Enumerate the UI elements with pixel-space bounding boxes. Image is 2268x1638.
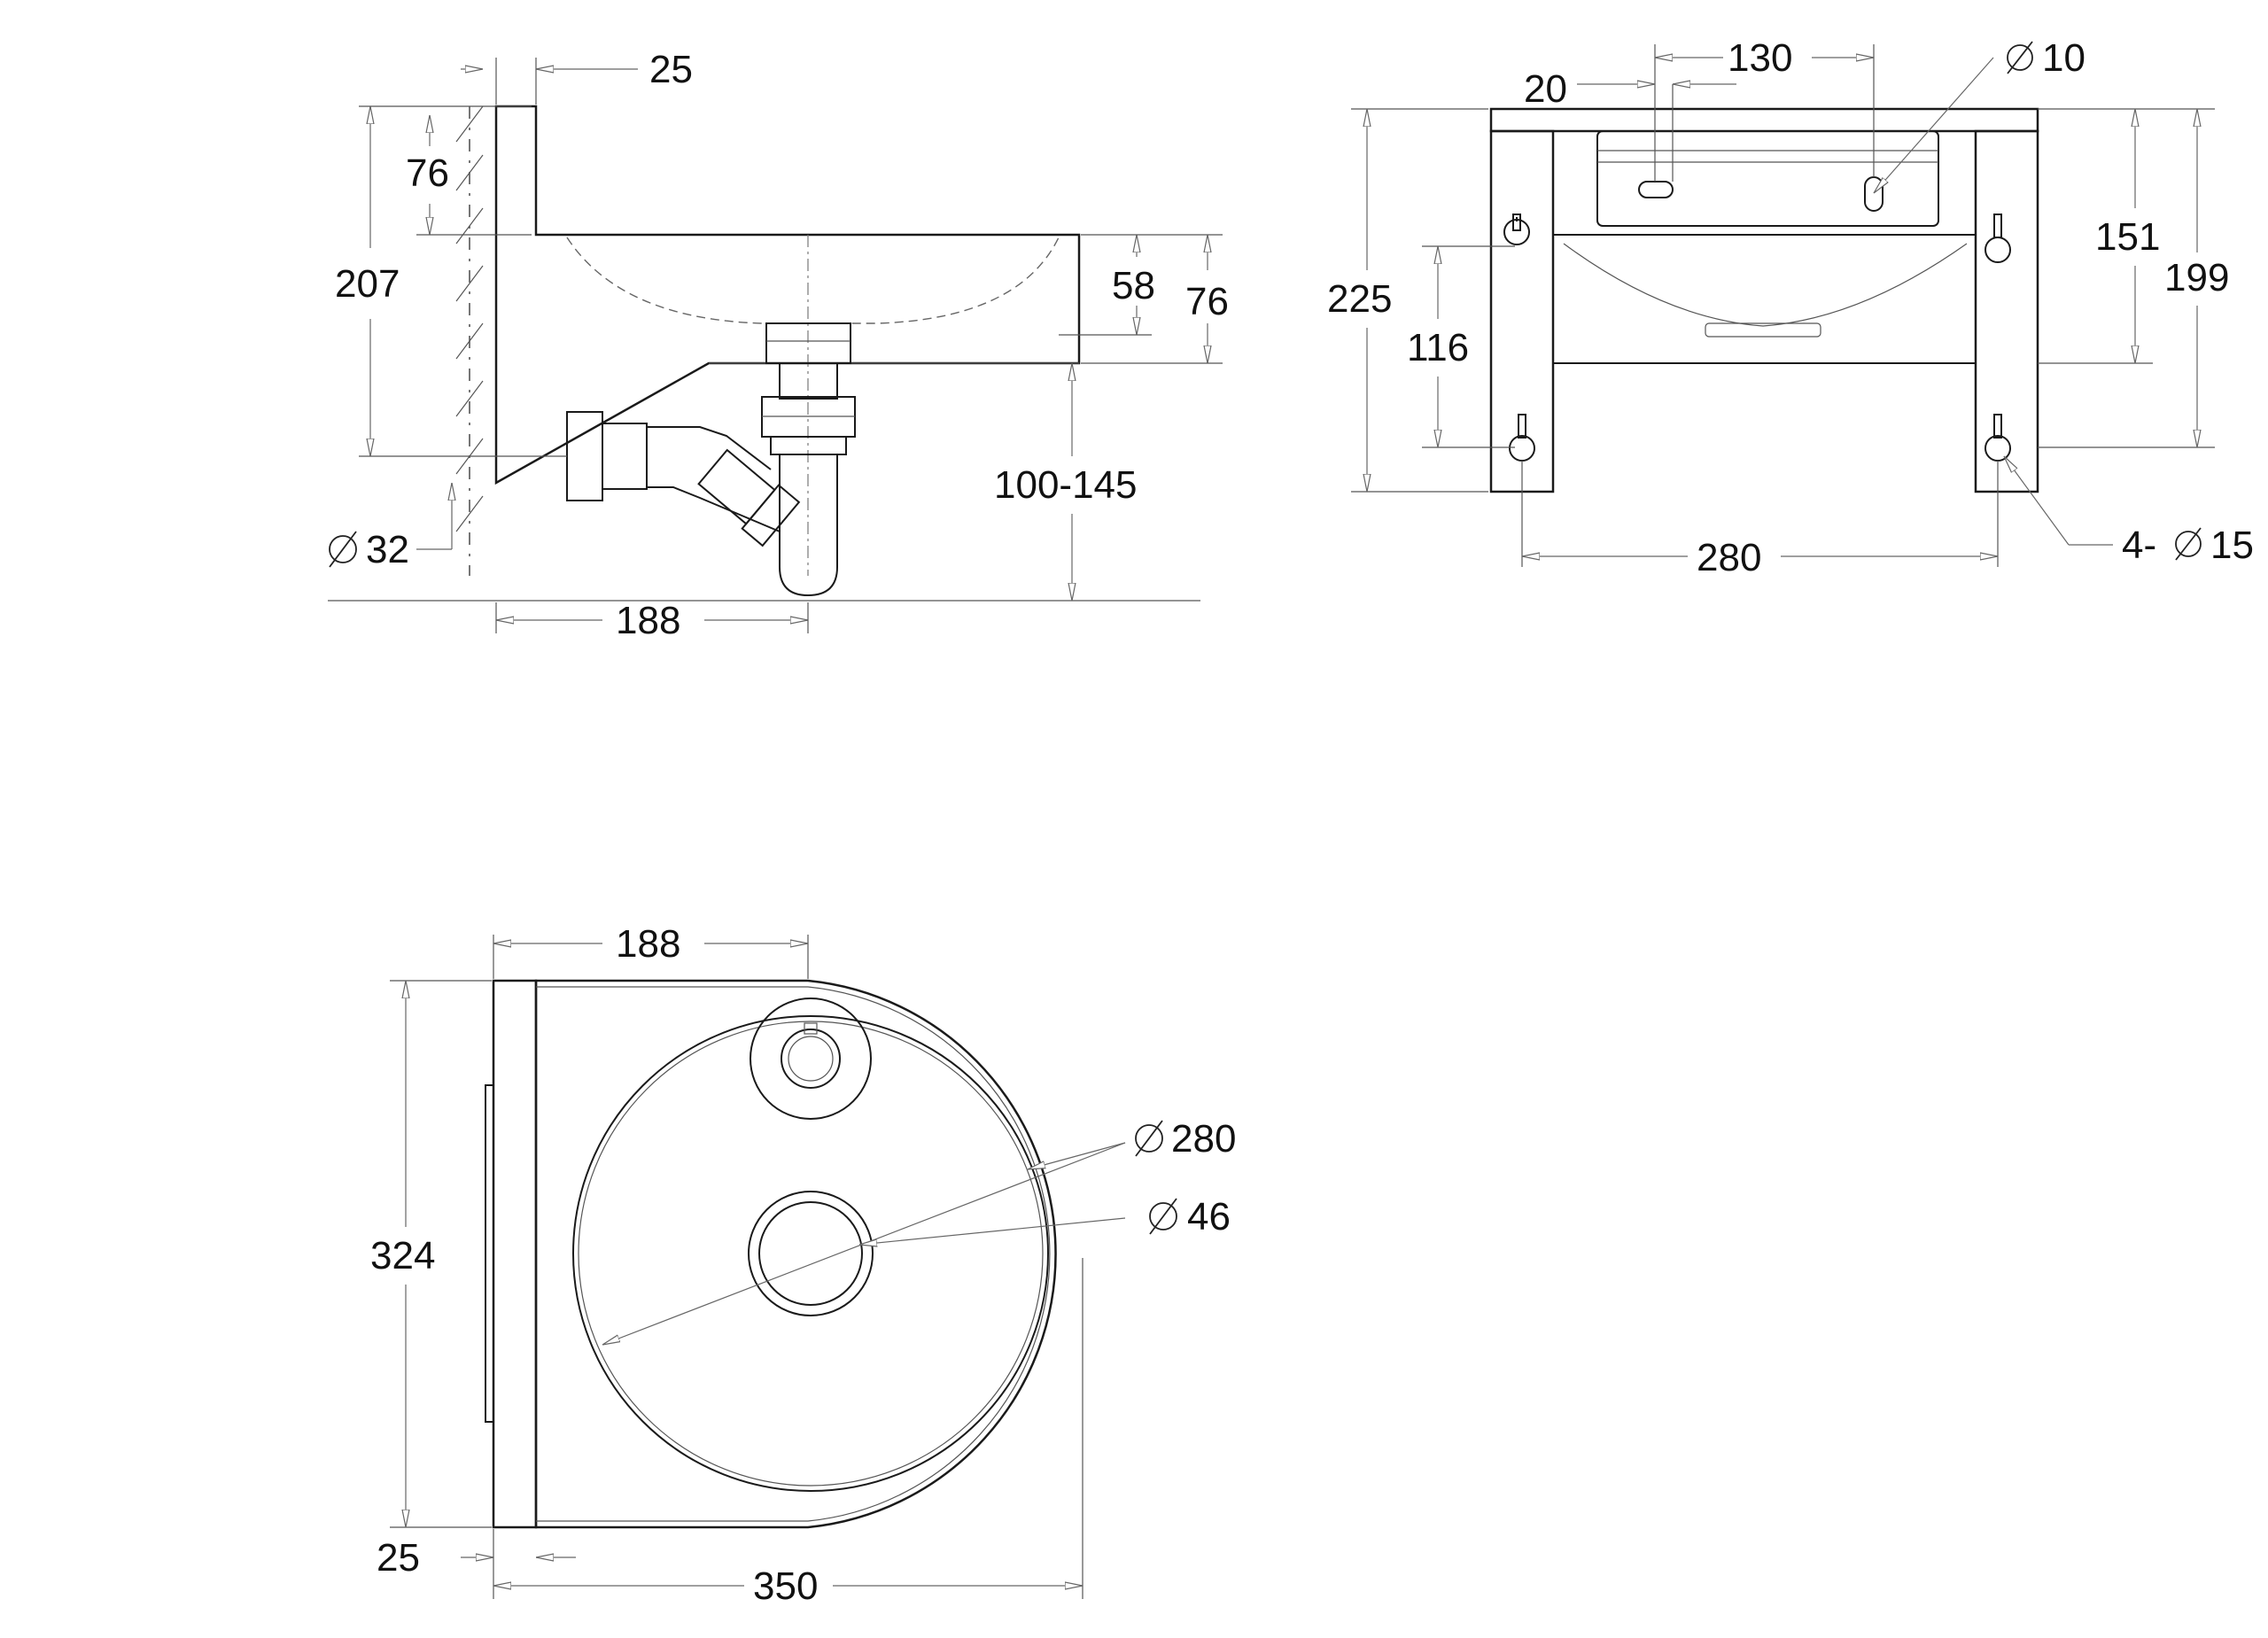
front-dim-130: 130: [1728, 36, 1792, 80]
front-dim-225: 225: [1327, 277, 1392, 321]
front-dim-151: 151: [2095, 215, 2160, 259]
mount-holes: [1503, 213, 2011, 462]
bowl: [572, 1015, 1049, 1492]
trap-assembly: [566, 322, 856, 597]
basin-side-profile: [494, 105, 1081, 485]
top-dim-188: 188: [616, 922, 680, 966]
front-dim-20: 20: [1524, 67, 1567, 111]
slot-right: [1864, 176, 1884, 212]
front-dim-199: 199: [2164, 256, 2229, 299]
side-dim-188: 188: [616, 599, 680, 642]
top-dim-25: 25: [377, 1536, 420, 1580]
side-dim-trap-drop: 100-145: [994, 463, 1137, 507]
side-dim-58: 58: [1112, 264, 1155, 307]
front-dim-mount-dia: 15: [2210, 524, 2254, 567]
top-dim-350: 350: [753, 1564, 818, 1608]
side-dim-76-front: 76: [1185, 280, 1229, 323]
top-dim-waste-dia: 46: [1187, 1195, 1231, 1238]
front-dim-116: 116: [1407, 326, 1469, 369]
side-dim-207: 207: [335, 262, 400, 306]
tap-boss: [750, 998, 872, 1120]
waste-outlet: [748, 1191, 874, 1316]
side-view: 25 76 207 58 76 100-145 32: [328, 48, 1229, 642]
top-dim-bowl-dia: 280: [1171, 1117, 1236, 1161]
side-dim-25: 25: [649, 48, 693, 91]
side-dim-32: 32: [366, 528, 409, 571]
front-dim-280: 280: [1697, 536, 1761, 579]
basin-outline: [534, 979, 1057, 1529]
front-dim-slot-dia: 10: [2042, 36, 2085, 80]
top-view: 280 46 188 324 25 350: [370, 922, 1236, 1608]
slot-left: [1638, 181, 1674, 198]
side-dim-76-back: 76: [406, 151, 449, 195]
front-dim-mount-count: 4-: [2122, 524, 2156, 567]
front-view: 20 130 10 225 116 151 199: [1327, 36, 2254, 579]
top-dim-324: 324: [370, 1234, 435, 1277]
